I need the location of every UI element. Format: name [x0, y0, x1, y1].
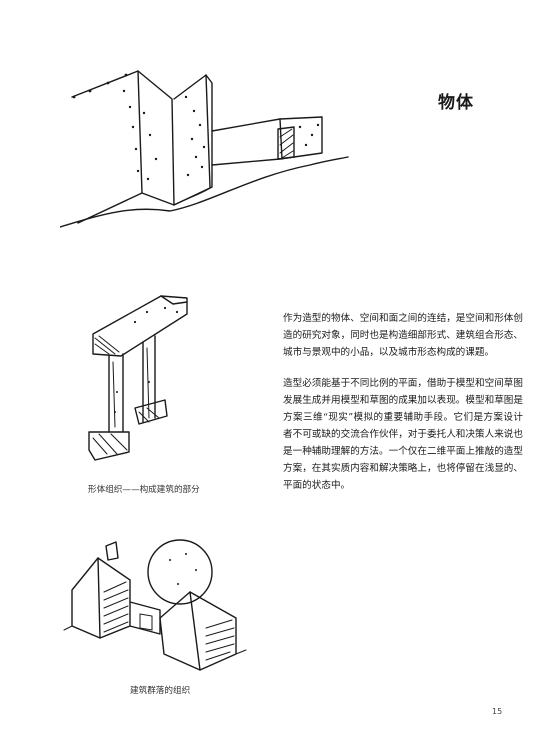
body-paragraph: 造型必须能基于不同比例的平面，借助于模型和空间草图发展生成并用模型和草图的成果加…	[283, 378, 523, 491]
walls-perspective-sketch	[60, 55, 350, 230]
intro-paragraph: 作为造型的物体、空间和面之间的连结，是空间和形体创造的研究对象，同时也是构造细部…	[283, 313, 523, 358]
portal-frame-sketch	[85, 282, 195, 477]
frame-sketch-caption: 形体组织——构成建筑的部分	[88, 485, 200, 495]
page-title: 物体	[438, 93, 474, 113]
cluster-sketch-caption: 建筑群落的组织	[130, 686, 191, 696]
page-number: 15	[492, 707, 503, 716]
building-cluster-sketch	[60, 530, 250, 680]
